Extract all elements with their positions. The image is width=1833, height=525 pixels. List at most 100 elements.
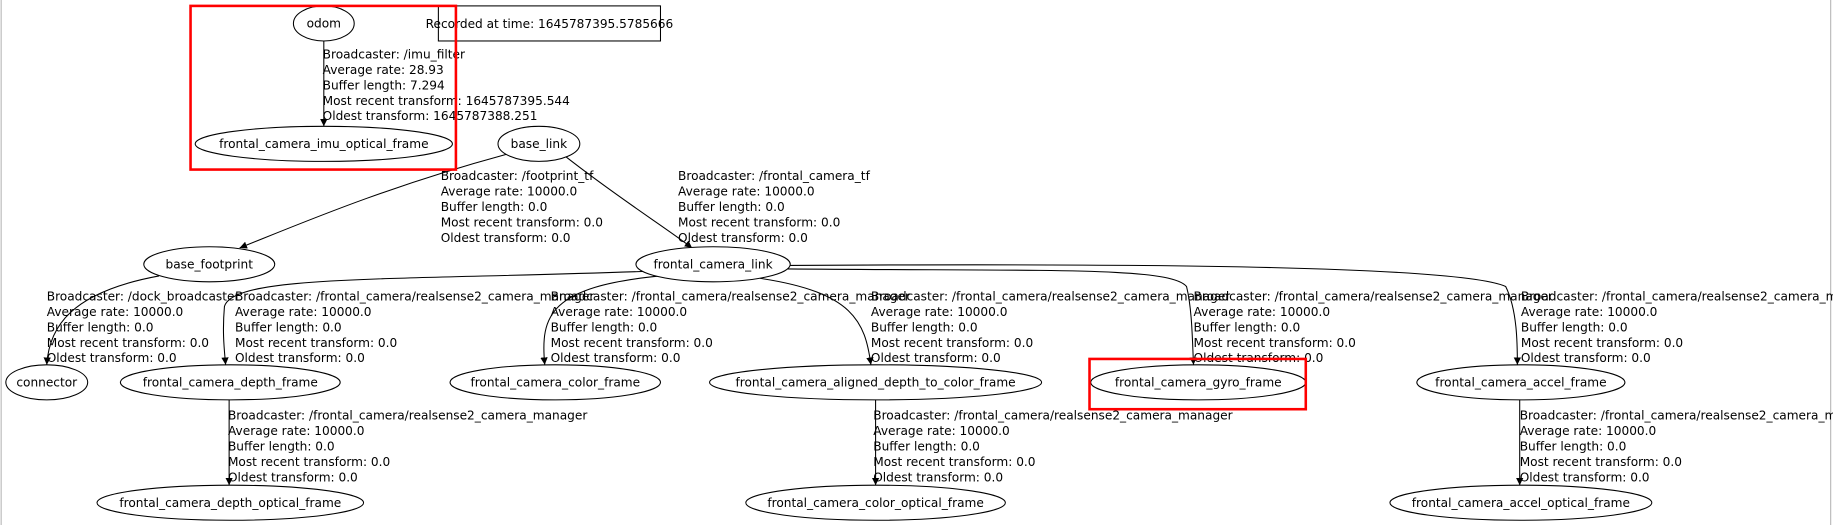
edge-label-line: Buffer length: 0.0 [873, 440, 980, 454]
edge-label-line: Average rate: 10000.0 [1521, 305, 1658, 319]
node-ellipse [449, 364, 662, 401]
edge-label-line: Buffer length: 7.294 [323, 78, 445, 92]
frame-node-camera-link[interactable]: frontal_camera_link [635, 246, 791, 283]
edge-label-camlink-color: Broadcaster: /frontal_camera/realsense2_… [551, 289, 910, 365]
edge-label-line: Average rate: 10000.0 [228, 424, 365, 438]
edge-label-line: Broadcaster: /frontal_camera/realsense2_… [1194, 289, 1553, 303]
edge-label-line: Most recent transform: 0.0 [1520, 455, 1682, 469]
edge-arrow-footprint-connector [43, 275, 160, 365]
node-ellipse [497, 125, 581, 162]
node-label: frontal_camera_link [654, 257, 773, 271]
highlight-box-imu [189, 4, 458, 171]
frame-node-base-footprint[interactable]: base_footprint [143, 246, 276, 283]
edge-arrow-camlink-depth [221, 270, 649, 365]
node-label: frontal_camera_imu_optical_frame [219, 137, 428, 151]
edge-label-accel-optical: Broadcaster: /frontal_camera/realsense2_… [1520, 409, 1833, 485]
edge-label-camlink-gyro: Broadcaster: /frontal_camera/realsense2_… [1194, 289, 1553, 365]
frame-node-color[interactable]: frontal_camera_color_frame [449, 364, 662, 401]
frame-node-aligned[interactable]: frontal_camera_aligned_depth_to_color_fr… [709, 364, 1043, 401]
node-ellipse [194, 125, 453, 162]
edge-label-line: Most recent transform: 0.0 [873, 455, 1035, 469]
edge-label-line: Buffer length: 0.0 [551, 320, 658, 334]
edge-label-line: Broadcaster: /frontal_camera/realsense2_… [235, 289, 594, 303]
node-ellipse [635, 246, 791, 283]
edge-label-line: Broadcaster: /frontal_camera/realsense2_… [1521, 289, 1833, 303]
node-label: frontal_camera_depth_frame [143, 375, 318, 389]
edge-label-camlink-accel: Broadcaster: /frontal_camera/realsense2_… [1521, 289, 1833, 365]
edge-label-line: Buffer length: 0.0 [47, 320, 154, 334]
node-label: connector [16, 375, 77, 389]
edge-label-line: Buffer length: 0.0 [1194, 320, 1301, 334]
edge-label-line: Most recent transform: 1645787395.544 [323, 94, 571, 108]
edge-label-line: Broadcaster: /frontal_camera/realsense2_… [873, 409, 1232, 423]
edge-label-line: Oldest transform: 0.0 [1520, 470, 1650, 484]
highlight-box-gyro [1088, 357, 1308, 411]
frame-node-odom[interactable]: odom [292, 5, 355, 42]
edge-label-line: Oldest transform: 0.0 [47, 351, 177, 365]
edge-label-line: Buffer length: 0.0 [235, 320, 342, 334]
frame-node-connector[interactable]: connector [5, 364, 89, 401]
edge-label-line: Most recent transform: 0.0 [47, 336, 209, 350]
edge-label-depth-optical: Broadcaster: /frontal_camera/realsense2_… [228, 409, 587, 485]
node-label: frontal_camera_aligned_depth_to_color_fr… [736, 375, 1016, 389]
edge-label-line: Most recent transform: 0.0 [871, 336, 1033, 350]
edge-arrow-camlink-gyro [787, 268, 1197, 365]
frame-node-base-link[interactable]: base_link [497, 125, 581, 162]
edge-label-line: Oldest transform: 0.0 [873, 470, 1003, 484]
frame-node-accel[interactable]: frontal_camera_accel_frame [1416, 364, 1626, 401]
edge-label-camlink-aligned: Broadcaster: /frontal_camera/realsense2_… [871, 289, 1230, 365]
edge-label-line: Oldest transform: 0.0 [441, 231, 571, 245]
edge-label-line: Most recent transform: 0.0 [228, 455, 390, 469]
edge-arrow-base-camlink [565, 156, 693, 249]
edge-arrow-base-footprint [239, 153, 507, 249]
edge-label-line: Average rate: 10000.0 [678, 185, 815, 199]
edge-label-line: Average rate: 10000.0 [441, 185, 578, 199]
edge-label-line: Most recent transform: 0.0 [551, 336, 713, 350]
edge-label-line: Average rate: 28.93 [323, 63, 444, 77]
edge-label-line: Average rate: 10000.0 [873, 424, 1010, 438]
edge-label-line: Broadcaster: /frontal_camera/realsense2_… [1520, 409, 1833, 423]
edge-label-line: Average rate: 10000.0 [235, 305, 372, 319]
frame-node-imu-optical[interactable]: frontal_camera_imu_optical_frame [194, 125, 453, 162]
edge-label-line: Oldest transform: 0.0 [228, 470, 358, 484]
edge-label-line: Buffer length: 0.0 [1521, 320, 1628, 334]
node-label: frontal_camera_accel_optical_frame [1412, 496, 1630, 510]
edge-label-line: Average rate: 10000.0 [1194, 305, 1331, 319]
frame-node-gyro[interactable]: frontal_camera_gyro_frame [1090, 364, 1307, 401]
edge-label-line: Buffer length: 0.0 [441, 200, 548, 214]
node-ellipse [1389, 484, 1653, 521]
edge-label-line: Average rate: 10000.0 [47, 305, 184, 319]
frame-node-accel-optical[interactable]: frontal_camera_accel_optical_frame [1389, 484, 1653, 521]
edge-label-line: Oldest transform: 0.0 [551, 351, 681, 365]
node-label: base_footprint [166, 257, 254, 271]
node-ellipse [709, 364, 1043, 401]
node-ellipse [745, 484, 1006, 521]
edge-label-line: Oldest transform: 0.0 [871, 351, 1001, 365]
edge-label-line: Buffer length: 0.0 [228, 440, 335, 454]
node-label: frontal_camera_depth_optical_frame [119, 496, 341, 510]
recorded-time-label: Recorded at time: 1645787395.5785666 [426, 17, 674, 31]
frame-node-color-optical[interactable]: frontal_camera_color_optical_frame [745, 484, 1006, 521]
node-ellipse [143, 246, 276, 283]
node-ellipse [96, 484, 365, 521]
edge-label-line: Oldest transform: 0.0 [678, 231, 808, 245]
edge-arrow-camlink-color [540, 275, 661, 365]
node-label: frontal_camera_gyro_frame [1115, 375, 1282, 389]
edge-arrow-camlink-aligned [759, 277, 874, 365]
edge-arrow-camlink-accel [790, 264, 1522, 365]
node-label: frontal_camera_color_optical_frame [767, 496, 983, 510]
node-label: frontal_camera_accel_frame [1435, 375, 1606, 389]
frame-node-depth[interactable]: frontal_camera_depth_frame [119, 364, 341, 401]
edge-label-line: Broadcaster: /imu_filter [323, 48, 465, 62]
edge-label-line: Oldest transform: 1645787388.251 [323, 109, 538, 123]
node-label: frontal_camera_color_frame [470, 375, 640, 389]
edge-label-line: Most recent transform: 0.0 [678, 215, 840, 229]
frame-node-depth-optical[interactable]: frontal_camera_depth_optical_frame [96, 484, 365, 521]
edge-label-line: Broadcaster: /frontal_camera/realsense2_… [551, 289, 910, 303]
recorded-time-box: Recorded at time: 1645787395.5785666 [426, 5, 674, 42]
